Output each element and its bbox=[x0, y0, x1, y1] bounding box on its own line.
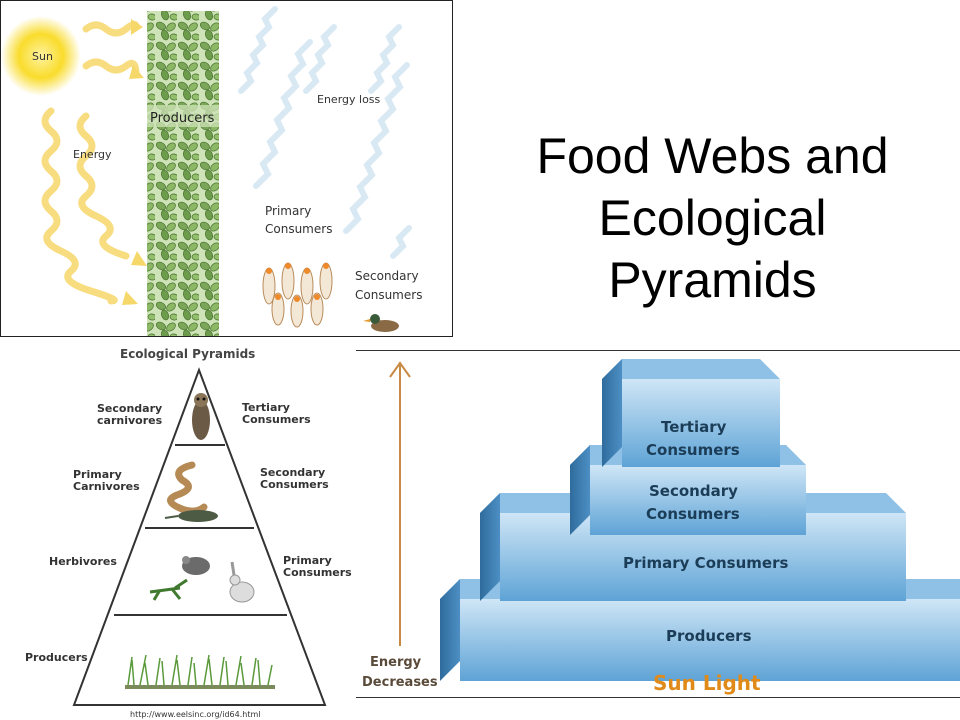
block-producers-label: Producers bbox=[666, 627, 752, 645]
ecological-pyramid-svg: Ecological Pyramids bbox=[25, 347, 352, 719]
block-secondary-label-2: Consumers bbox=[646, 505, 740, 523]
energy-loss-label: Energy loss bbox=[317, 93, 381, 106]
title-area: Food Webs and Ecological Pyramids bbox=[470, 125, 955, 311]
owl-icon bbox=[192, 393, 210, 440]
grasshopper-icon bbox=[149, 578, 188, 601]
energy-label: Energy bbox=[73, 148, 112, 161]
slide-title: Food Webs and Ecological Pyramids bbox=[470, 125, 955, 311]
sun-light-label: Sun Light bbox=[653, 671, 761, 695]
producers-block bbox=[460, 599, 960, 681]
block-pyramid-svg: Energy Decreases Producers Primary Consu… bbox=[362, 359, 960, 695]
energy-label-2: Decreases bbox=[362, 675, 438, 690]
grass-icon bbox=[127, 654, 273, 686]
primary-consumers-label-1: Primary bbox=[265, 204, 311, 218]
energy-flow-svg: Sun Energy Producers Energy loss bbox=[1, 6, 422, 336]
duck-icon bbox=[363, 314, 399, 332]
secondary-consumers-label-2: Consumers bbox=[355, 288, 422, 302]
rabbit-icon bbox=[229, 561, 255, 603]
label-secondary-consumers-2: Consumers bbox=[260, 478, 329, 491]
ecological-pyramid-diagram: Ecological Pyramids bbox=[0, 340, 355, 720]
block-tertiary-label-2: Consumers bbox=[646, 441, 740, 459]
title-line-2: Ecological bbox=[598, 190, 827, 246]
label-secondary-carnivores-1: Secondary bbox=[97, 402, 162, 415]
zooplankton-icon bbox=[262, 262, 333, 328]
label-herbivores: Herbivores bbox=[49, 555, 117, 568]
label-secondary-consumers-1: Secondary bbox=[260, 466, 325, 479]
tertiary-consumers-block bbox=[622, 379, 780, 467]
energy-loss-arrows-icon bbox=[238, 6, 412, 259]
label-tertiary-2: Consumers bbox=[242, 413, 311, 426]
secondary-consumers-label-1: Secondary bbox=[355, 269, 419, 283]
energy-label-1: Energy bbox=[370, 655, 422, 670]
producers-column bbox=[147, 11, 219, 336]
secondary-consumers-block bbox=[590, 465, 806, 535]
block-secondary-label-1: Secondary bbox=[649, 482, 738, 500]
title-line-3: Pyramids bbox=[608, 252, 817, 308]
label-tertiary-1: Tertiary bbox=[242, 401, 290, 414]
source-url: http://www.eelsinc.org/id64.html bbox=[130, 710, 260, 719]
mouse-icon bbox=[182, 556, 210, 575]
sun-icon bbox=[1, 16, 81, 96]
primary-consumers-label-2: Consumers bbox=[265, 222, 332, 236]
label-primary-consumers-2: Consumers bbox=[283, 566, 352, 579]
shrew-icon bbox=[164, 510, 218, 522]
label-primary-carnivores-2: Carnivores bbox=[73, 480, 140, 493]
block-pyramid-diagram: Energy Decreases Producers Primary Consu… bbox=[356, 350, 960, 698]
label-secondary-carnivores-2: carnivores bbox=[97, 414, 163, 427]
energy-flow-diagram: Sun Energy Producers Energy loss bbox=[0, 0, 453, 337]
producers-label: Producers bbox=[150, 111, 215, 126]
eco-pyramid-title: Ecological Pyramids bbox=[120, 347, 255, 361]
sun-label: Sun bbox=[32, 50, 53, 63]
block-tertiary-label-1: Tertiary bbox=[661, 418, 727, 436]
label-producers: Producers bbox=[25, 651, 88, 664]
label-primary-consumers-1: Primary bbox=[283, 554, 332, 567]
label-primary-carnivores-1: Primary bbox=[73, 468, 122, 481]
block-primary-label: Primary Consumers bbox=[623, 554, 788, 572]
title-line-1: Food Webs and bbox=[536, 128, 889, 184]
pyramid-outline bbox=[72, 367, 327, 706]
